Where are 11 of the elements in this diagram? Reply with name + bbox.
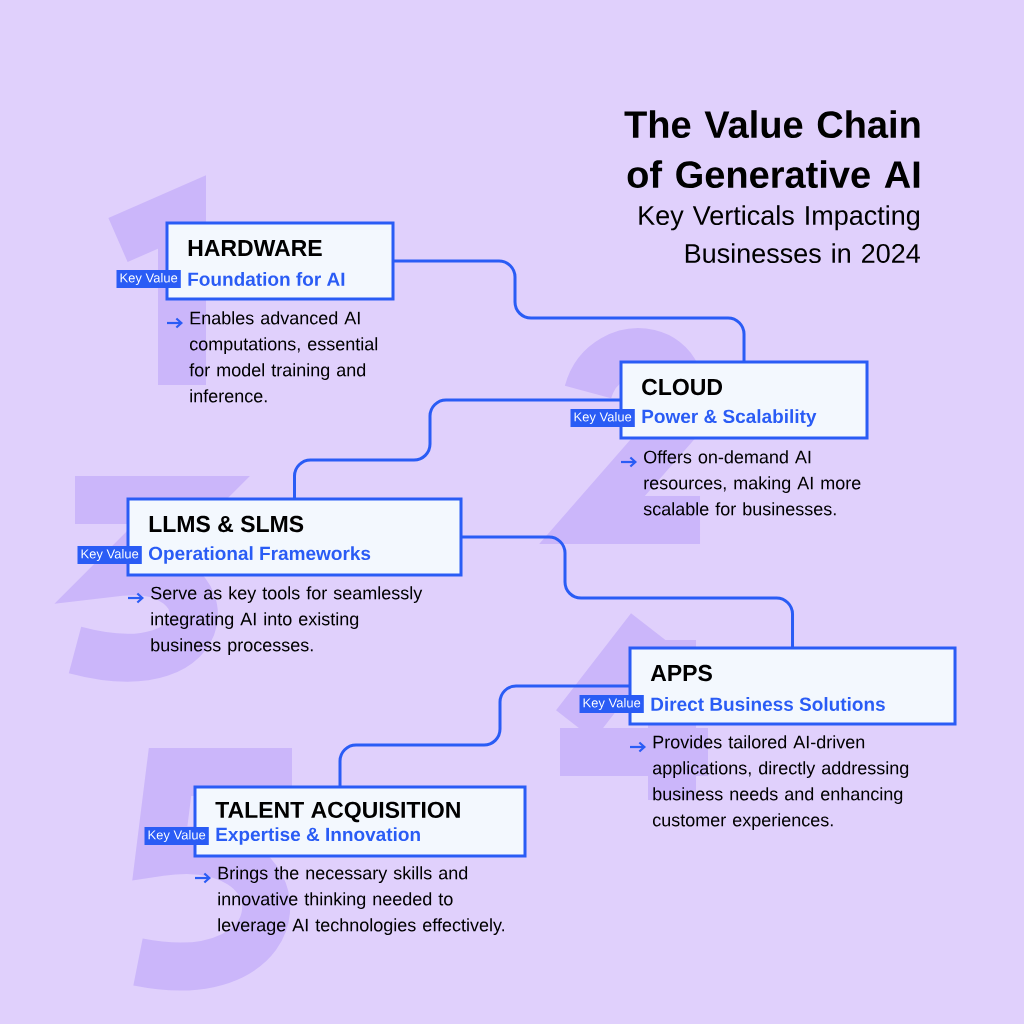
title: The Value Chain of Generative AI (624, 110, 920, 189)
description-text: Brings the necessary skills and innovative thinking needed to leverage AI technologies effectively. (218, 866, 505, 935)
connector-line (393, 259, 746, 362)
connector-line (293, 398, 621, 499)
connector-line (461, 535, 794, 648)
connector-line (338, 684, 630, 787)
description-text: Provides tailored AI-driven applications, directly addressing business needs and enhancing customer experiences. (653, 735, 909, 830)
description-text: Enables advanced AI computations, essential for model training and inference. (189, 311, 378, 403)
description-text: Serve as key tools for seamlessly integrating AI into existing business processes. (151, 586, 423, 655)
description-text: Offers on-demand AI resources, making AI more scalable for businesses. (643, 450, 861, 516)
subtitle: Key Verticals Impacting Businesses in 2024 (639, 205, 920, 264)
